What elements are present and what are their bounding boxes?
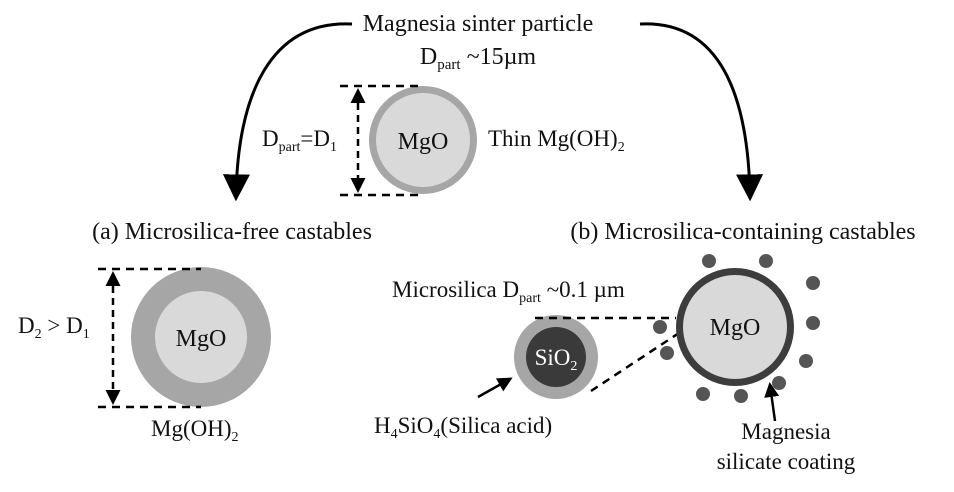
microsilica-dot [806, 276, 820, 290]
panel-a-dim-label: D2 > D1 [18, 313, 90, 342]
coating-label-line1: Magnesia [741, 419, 830, 444]
microsilica-dots [653, 254, 820, 403]
microsilica-label: Microsilica Dpart ~0.1 µm [392, 277, 625, 306]
microsilica-dot [799, 354, 813, 368]
top-mgo-label: MgO [398, 129, 449, 155]
title-line1: Magnesia sinter particle [363, 11, 594, 37]
acid-label: H4SiO4(Silica acid) [374, 413, 552, 442]
microsilica-dot [702, 254, 716, 268]
top-layer-label: Thin Mg(OH)2 [488, 126, 625, 155]
title-line2: Dpart ~15µm [420, 44, 536, 73]
sio2-core [526, 327, 586, 387]
panel-b-mgo-core [683, 275, 787, 379]
panel-a-layer-label: Mg(OH)2 [151, 416, 239, 445]
acid-arrow [477, 377, 513, 399]
panel-b-heading: (b) Microsilica-containing castables [570, 219, 915, 245]
microsilica-dot [772, 376, 786, 390]
microsilica-dot [806, 316, 820, 330]
sio2-label: SiO2 [535, 345, 578, 374]
arrow-to-panel-b [639, 22, 764, 202]
panel-a-heading: (a) Microsilica-free castables [92, 219, 372, 245]
top-dim-label: Dpart=D1 [262, 126, 337, 155]
microsilica-dot [696, 387, 710, 401]
microsilica-dot [653, 320, 667, 334]
arrow-to-panel-a [222, 22, 353, 202]
microsilica-dot [734, 389, 748, 403]
connector-line-bottom [590, 329, 683, 393]
panel-b-mgo-label: MgO [710, 315, 761, 341]
coating-arrow [764, 382, 780, 422]
panel-a-mgo-label: MgO [176, 326, 227, 352]
top-mgo-core [376, 93, 470, 187]
panel-a-mgo-core [155, 291, 247, 383]
microsilica-dot [759, 254, 773, 268]
coating-label-line2: silicate coating [717, 449, 856, 474]
microsilica-dot [660, 346, 674, 360]
